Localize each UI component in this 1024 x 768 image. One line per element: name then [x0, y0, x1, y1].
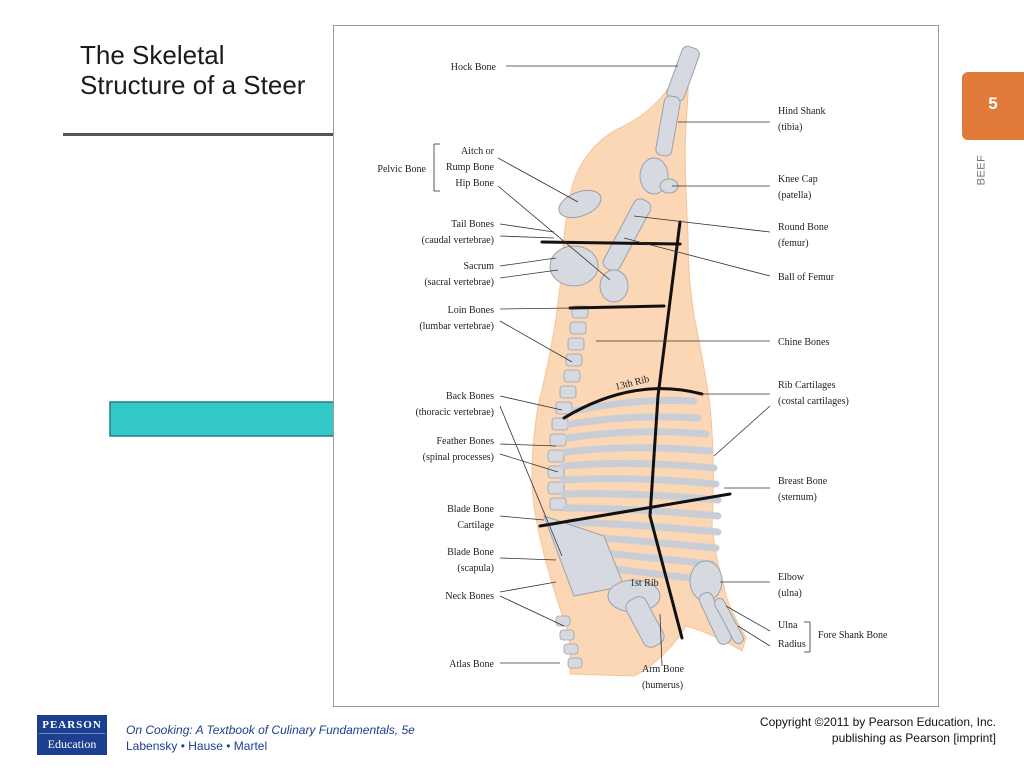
copyright-notice: Copyright ©2011 by Pearson Education, In… — [760, 714, 996, 746]
section-label: BEEF — [975, 152, 994, 192]
label-knee-2: (patella) — [778, 190, 811, 201]
label-loin-2: (lumbar vertebrae) — [419, 321, 494, 332]
slide-title: The Skeletal Structure of a Steer — [80, 40, 305, 100]
label-breast-1: Breast Bone — [778, 476, 828, 487]
slide-title-line1: The Skeletal — [80, 40, 225, 70]
label-fore-shank: Fore Shank Bone — [818, 630, 888, 641]
label-1st-rib: 1st Rib — [630, 578, 659, 589]
copyright-line2: publishing as Pearson [imprint] — [831, 731, 996, 745]
steer-skeleton-figure: Hock Bone Pelvic Bone Aitch or Rump Bone… — [333, 25, 939, 707]
label-ulna: Ulna — [778, 620, 798, 631]
copyright-line1: Copyright ©2011 by Pearson Education, In… — [759, 715, 996, 729]
label-hindshank-2: (tibia) — [778, 122, 802, 133]
label-loin-1: Loin Bones — [448, 305, 494, 316]
label-knee-1: Knee Cap — [778, 174, 818, 185]
label-sacrum-2: (sacral vertebrae) — [424, 277, 494, 288]
label-aitch-1: Aitch or — [461, 146, 495, 157]
logo-top-text: PEARSON — [39, 715, 105, 734]
label-hindshank-1: Hind Shank — [778, 106, 826, 117]
label-bladecart-1: Blade Bone — [447, 504, 494, 515]
label-ball-femur: Ball of Femur — [778, 272, 835, 283]
label-ribcart-1: Rib Cartilages — [778, 380, 836, 391]
slide-title-line2: Structure of a Steer — [80, 70, 306, 100]
book-authors: Labensky • Hause • Martel — [126, 739, 268, 753]
section-label-text: BEEF — [975, 154, 988, 186]
label-hip-bone: Hip Bone — [455, 178, 494, 189]
label-blade-1: Blade Bone — [447, 547, 494, 558]
label-chine-bones: Chine Bones — [778, 337, 829, 348]
label-neck-bones: Neck Bones — [445, 591, 494, 602]
label-back-1: Back Bones — [446, 391, 494, 402]
title-divider — [63, 133, 335, 136]
label-atlas-bone: Atlas Bone — [449, 659, 494, 670]
label-sacrum-1: Sacrum — [463, 261, 494, 272]
label-round-1: Round Bone — [778, 222, 829, 233]
page-number-tab: 5 — [962, 72, 1024, 140]
label-elbow-1: Elbow — [778, 572, 805, 583]
label-bladecart-2: Cartilage — [457, 520, 494, 531]
label-aitch-2: Rump Bone — [446, 162, 495, 173]
label-feather-1: Feather Bones — [437, 436, 495, 447]
book-title: On Cooking: A Textbook of Culinary Funda… — [126, 723, 415, 737]
label-arm-2: (humerus) — [642, 680, 683, 691]
label-back-2: (thoracic vertebrae) — [415, 407, 494, 418]
label-tail-2: (caudal vertebrae) — [422, 235, 494, 246]
logo-bottom-text: Education — [47, 737, 97, 751]
label-round-2: (femur) — [778, 238, 809, 249]
label-pelvic-bone: Pelvic Bone — [377, 164, 426, 175]
label-arm-1: Arm Bone — [642, 664, 685, 675]
label-hock-bone: Hock Bone — [451, 62, 497, 73]
label-tail-1: Tail Bones — [451, 219, 494, 230]
label-breast-2: (sternum) — [778, 492, 817, 503]
label-blade-2: (scapula) — [457, 563, 494, 574]
page-number: 5 — [988, 94, 998, 113]
label-elbow-2: (ulna) — [778, 588, 802, 599]
label-feather-2: (spinal processes) — [423, 452, 494, 463]
pearson-logo: PEARSON Education — [37, 715, 107, 755]
label-ribcart-2: (costal cartilages) — [778, 396, 849, 407]
label-radius: Radius — [778, 639, 806, 650]
